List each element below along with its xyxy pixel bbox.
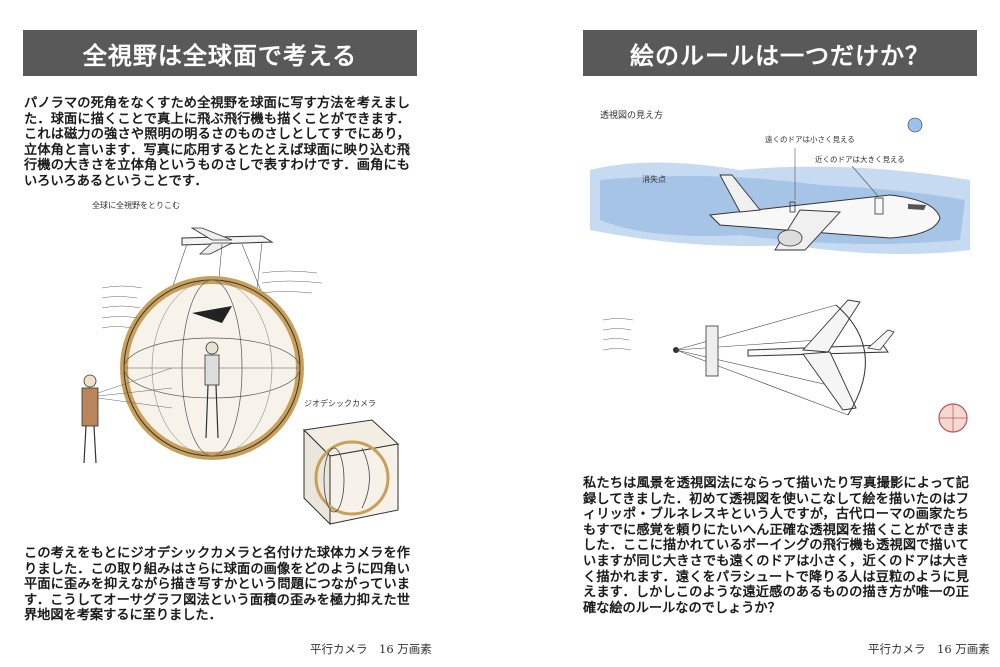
boeing-airplane	[708, 174, 941, 251]
airplane-projection-drawing	[602, 299, 968, 433]
top-view-airplane	[747, 299, 895, 411]
airplane-perspective-drawing: 透視図の見え方 消失点 遠くのドアは小さく見える 近くのドアは大きく見える	[590, 109, 970, 254]
geodesic-camera-cube	[302, 419, 400, 526]
far-door-note: 遠くのドアは小さく見える	[765, 134, 855, 144]
perspective-airplane-sketch: 透視図の見え方 消失点 遠くのドアは小さく見える 近くのドアは大きく見える	[590, 100, 970, 260]
left-page: 全視野は全球面で考える パノラマの死角をなくすため全視野を球面に写す方法を考えま…	[23, 30, 432, 656]
vanishing-point-label: 消失点	[642, 174, 666, 184]
right-page-footer: 平行カメラ 16 万画素	[868, 642, 990, 656]
left-heading: 全視野は全球面で考える	[23, 30, 417, 76]
observer-figure	[81, 367, 173, 464]
sphere-sketch-drawing: 全球に全視野をとりこむ	[81, 200, 400, 526]
left-page-footer: 平行カメラ 16 万画素	[310, 642, 432, 656]
right-paragraph-perspective: 私たちは風景を透視図法にならって描いたり写真撮影によって記録してきました．初めて…	[583, 476, 969, 616]
airplane-sketch	[181, 227, 274, 255]
right-page: 絵のルールは一つだけか？ 透視図の見え方 消失点 遠くのドアは小さく見える 近く…	[500, 0, 1000, 667]
left-paragraph-intro: パノラマの死角をなくすため全視野を球面に写す方法を考えました．球面に描くことで真…	[24, 96, 410, 189]
sphere-sketch-caption: 全球に全視野をとりこむ	[92, 200, 180, 210]
geodesic-sphere-sketch: 全球に全視野をとりこむ	[72, 198, 416, 528]
perspective-caption: 透視図の見え方	[600, 109, 663, 121]
parachute-icon	[907, 117, 923, 133]
left-paragraph-camera: この考えをもとにジオデシックカメラと名付けた球体カメラを作りました．この取り組み…	[24, 546, 410, 624]
projection-airplane-sketch	[598, 290, 978, 450]
camera-sketch-caption: ジオデシックカメラ	[304, 398, 376, 408]
near-door-note: 近くのドアは大きく見える	[815, 154, 905, 164]
right-heading: 絵のルールは一つだけか？	[583, 30, 977, 76]
